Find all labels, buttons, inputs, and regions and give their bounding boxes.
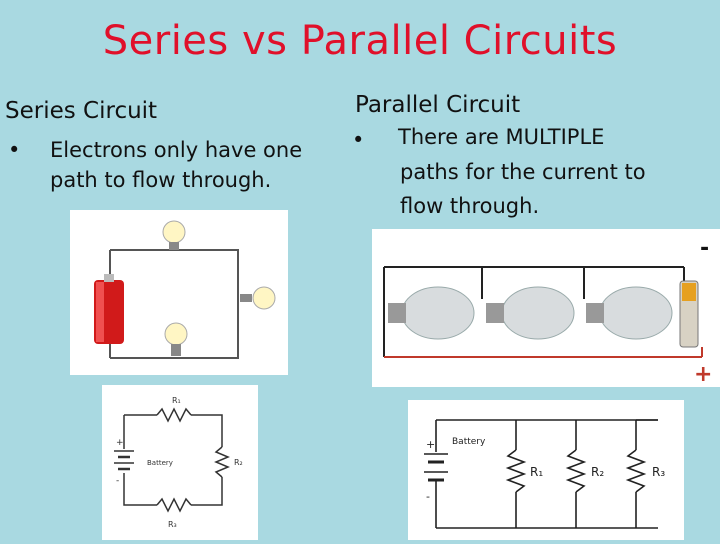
bulb-icon xyxy=(486,286,575,340)
bulb-icon xyxy=(240,286,276,310)
resistor-label: R₁ xyxy=(172,396,181,405)
resistor-label: R₁ xyxy=(530,465,543,479)
battery-plus-label: + xyxy=(116,438,124,448)
parallel-text-line3: flow through. xyxy=(400,194,540,218)
bulb-icon xyxy=(586,286,673,340)
series-text-line1: Electrons only have one xyxy=(50,138,303,162)
parallel-heading: Parallel Circuit xyxy=(355,92,521,118)
parallel-text-line2: paths for the current to xyxy=(400,160,646,184)
battery-plus-label: + xyxy=(426,438,435,451)
series-text-line2: path to flow through. xyxy=(50,168,272,192)
parallel-bullet: • xyxy=(352,128,365,152)
resistor-label: R₃ xyxy=(652,465,665,479)
bulb-icon xyxy=(162,220,186,250)
parallel-circuit-illustration: - + xyxy=(372,229,720,387)
parallel-text-line1: There are MULTIPLE xyxy=(398,125,605,149)
bulb-icon xyxy=(164,322,188,356)
series-heading: Series Circuit xyxy=(5,98,158,124)
battery-minus-label: - xyxy=(426,490,430,503)
series-bullet: • xyxy=(8,138,21,162)
parallel-schematic: + - Battery R₁ R₂ R₃ xyxy=(408,400,684,540)
resistor-label: R₃ xyxy=(168,520,177,529)
series-schematic: + - Battery R₁ R₂ R₃ xyxy=(102,385,258,540)
battery-label: Battery xyxy=(452,437,486,447)
battery-label: Battery xyxy=(147,459,173,467)
positive-terminal-label: + xyxy=(694,362,712,387)
series-circuit-illustration xyxy=(70,210,288,375)
slide-title: Series vs Parallel Circuits xyxy=(102,18,618,64)
resistor-label: R₂ xyxy=(234,458,243,467)
resistor-label: R₂ xyxy=(591,465,604,479)
bulb-icon xyxy=(388,286,475,340)
battery-minus-label: - xyxy=(116,476,119,486)
negative-terminal-label: - xyxy=(700,236,709,261)
